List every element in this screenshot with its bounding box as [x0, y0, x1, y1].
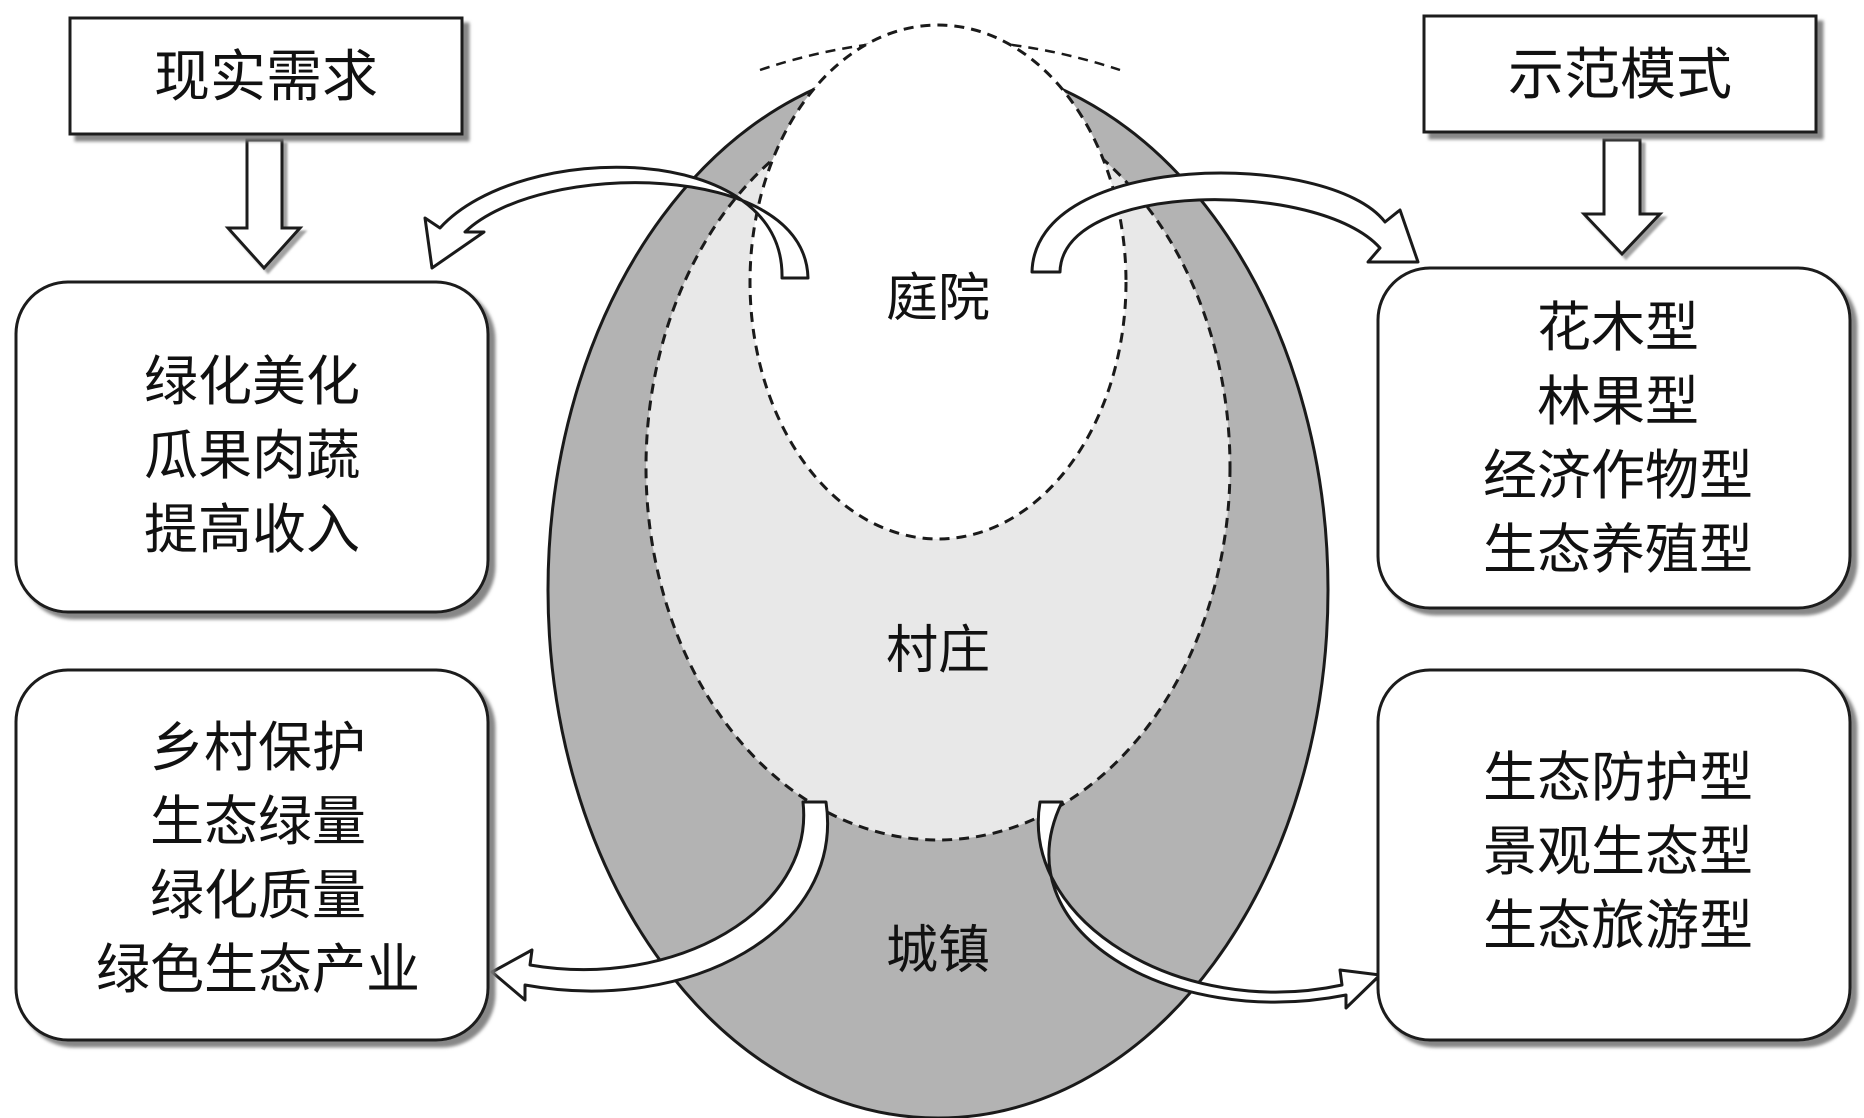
list-item: 乡村保护	[150, 716, 366, 779]
list-item: 瓜果肉蔬	[144, 424, 360, 487]
list-item: 绿化质量	[150, 864, 366, 927]
header-left-label: 现实需求	[154, 45, 378, 110]
arrow-town-right-icon	[1036, 800, 1382, 1010]
nested-ellipses	[546, 23, 1330, 1118]
list-item: 生态养殖型	[1483, 518, 1753, 581]
zone-label-courtyard: 庭院	[886, 269, 990, 329]
right-top-list: 花木型 林果型 经济作物型 生态养殖型	[1483, 296, 1753, 581]
header-right-label: 示范模式	[1508, 43, 1732, 108]
arrow-courtyard-left-icon	[423, 165, 810, 280]
list-item: 经济作物型	[1483, 444, 1753, 507]
left-top-list: 绿化美化 瓜果肉蔬 提高收入	[144, 350, 360, 561]
arrow-town-left-icon	[490, 800, 830, 1002]
down-arrow-right-icon	[1580, 138, 1664, 257]
box-left-bottom	[14, 668, 490, 1042]
box-right-top	[1376, 266, 1852, 610]
box-right-bottom	[1376, 668, 1852, 1042]
header-left	[68, 16, 464, 136]
list-item: 花木型	[1537, 296, 1699, 359]
arrow-courtyard-right-icon	[1030, 171, 1420, 274]
list-item: 生态防护型	[1483, 746, 1753, 809]
list-item: 绿色生态产业	[96, 938, 420, 1001]
left-bottom-list: 乡村保护 生态绿量 绿化质量 绿色生态产业	[96, 716, 420, 1001]
right-bottom-list: 生态防护型 景观生态型 生态旅游型	[1483, 746, 1753, 957]
down-arrows	[224, 138, 1664, 271]
header-right	[1422, 14, 1818, 134]
curved-arrows	[423, 165, 1420, 1010]
list-item: 绿化美化	[144, 350, 360, 413]
list-item: 生态绿量	[150, 790, 366, 853]
box-left-top	[14, 280, 490, 614]
list-item: 景观生态型	[1483, 820, 1753, 883]
list-item: 生态旅游型	[1483, 894, 1753, 957]
down-arrow-left-icon	[224, 138, 304, 271]
courtyard-ellipse	[748, 23, 1128, 541]
zone-label-town: 城镇	[886, 921, 990, 981]
list-item: 提高收入	[144, 498, 360, 561]
zone-label-village: 村庄	[886, 621, 990, 681]
list-item: 林果型	[1537, 370, 1699, 433]
